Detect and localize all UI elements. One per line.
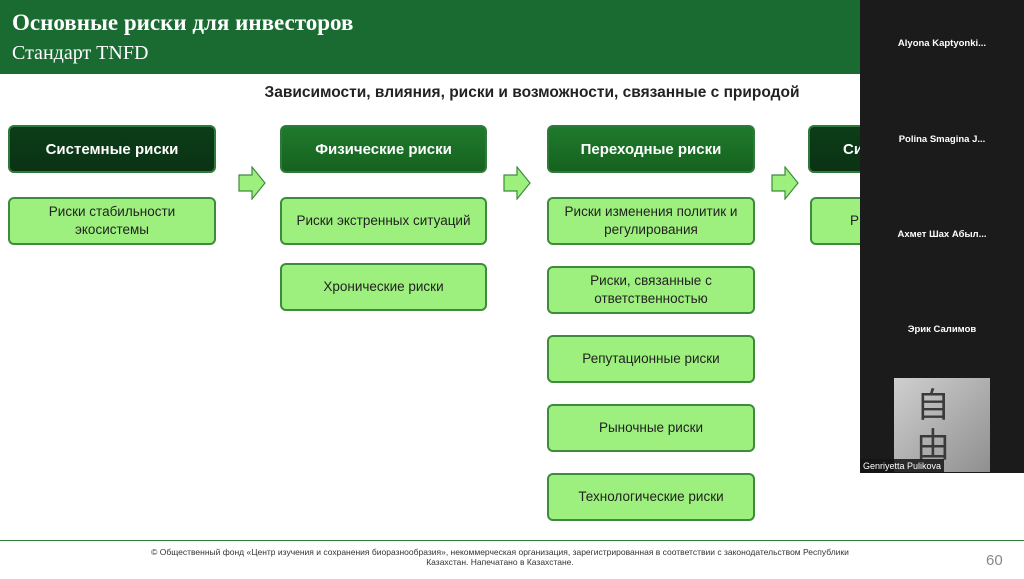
box-reputational-risks: Репутационные риски — [547, 335, 755, 383]
right-arrow-icon — [503, 166, 531, 200]
header-transition-risks: Переходные риски — [547, 125, 755, 173]
header-systemic-risks: Системные риски — [8, 125, 216, 173]
diagram-heading: Зависимости, влияния, риски и возможност… — [0, 84, 860, 102]
slide-header: Основные риски для инвесторов Стандарт T… — [0, 0, 860, 74]
box-liability-risks: Риски, связанные с ответственностью — [547, 266, 755, 314]
header-cut-off: Си — [808, 125, 860, 173]
slide-footer: © Общественный фонд «Центр изучения и со… — [140, 547, 860, 567]
box-cut-off: Р — [810, 197, 860, 245]
right-arrow-icon — [238, 166, 266, 200]
box-emergency-risks: Риски экстренных ситуаций — [280, 197, 487, 245]
header-physical-risks: Физические риски — [280, 125, 487, 173]
box-technological-risks: Технологические риски — [547, 473, 755, 521]
participant-tile[interactable]: Polina Smagina J... — [860, 134, 1024, 145]
box-policy-regulation-risks: Риски изменения политик и регулирования — [547, 197, 755, 245]
participant-tile[interactable]: Ахмет Шах Абыл... — [860, 229, 1024, 240]
slide-subtitle: Стандарт TNFD — [12, 42, 148, 65]
right-arrow-icon — [771, 166, 799, 200]
box-ecosystem-stability-risks: Риски стабильности экосистемы — [8, 197, 216, 245]
participant-tile[interactable]: Эрик Салимов — [860, 324, 1024, 335]
presentation-slide: Основные риски для инвесторов Стандарт T… — [0, 0, 860, 579]
page-number: 60 — [986, 552, 1003, 569]
box-chronic-risks: Хронические риски — [280, 263, 487, 311]
footer-divider — [0, 540, 1024, 541]
participant-video[interactable]: 自由 — [894, 378, 990, 472]
slide-title: Основные риски для инвесторов — [12, 10, 353, 36]
participant-tile[interactable]: Alyona Kaptyonki... — [860, 38, 1024, 49]
video-glyph: 自由 — [916, 386, 956, 466]
participant-video-name: Genriyetta Pulikova — [860, 459, 944, 473]
box-market-risks: Рыночные риски — [547, 404, 755, 452]
